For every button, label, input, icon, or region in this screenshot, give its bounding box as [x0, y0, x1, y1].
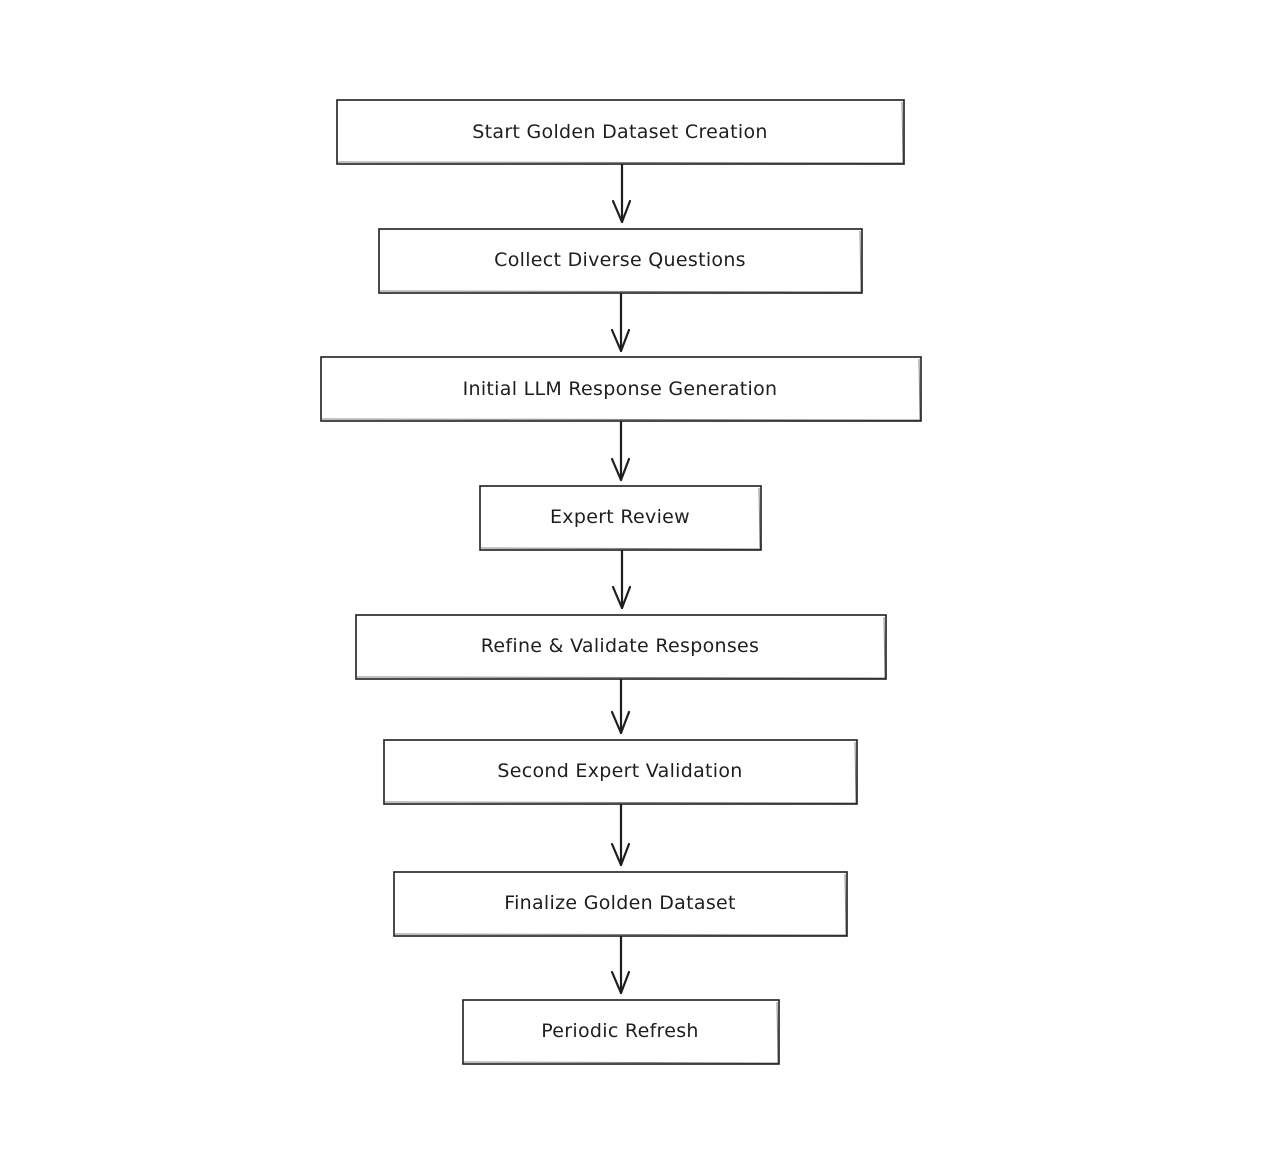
flow-arrow — [611, 162, 632, 224]
step-label: Periodic Refresh — [541, 1020, 699, 1042]
flow-arrow — [610, 419, 631, 482]
flow-step-refine: Refine & Validate Responses — [355, 614, 887, 680]
step-label: Finalize Golden Dataset — [504, 892, 736, 914]
flow-arrow — [610, 676, 631, 735]
flow-arrow — [610, 290, 631, 353]
step-label: Refine & Validate Responses — [481, 635, 760, 657]
step-label: Collect Diverse Questions — [494, 249, 746, 271]
flow-step-initial: Initial LLM Response Generation — [320, 356, 922, 422]
flow-arrow — [610, 933, 631, 995]
step-label: Expert Review — [550, 506, 690, 528]
step-label: Start Golden Dataset Creation — [472, 121, 767, 143]
flow-step-collect: Collect Diverse Questions — [378, 228, 863, 294]
flow-step-start: Start Golden Dataset Creation — [336, 99, 905, 165]
step-label: Initial LLM Response Generation — [463, 378, 778, 400]
flow-arrow — [611, 547, 632, 610]
flow-step-refresh: Periodic Refresh — [462, 999, 780, 1065]
step-label: Second Expert Validation — [497, 760, 742, 782]
flow-step-review: Expert Review — [479, 485, 762, 551]
flow-step-finalize: Finalize Golden Dataset — [393, 871, 848, 937]
flow-step-second: Second Expert Validation — [383, 739, 858, 805]
flow-arrow — [610, 801, 631, 867]
